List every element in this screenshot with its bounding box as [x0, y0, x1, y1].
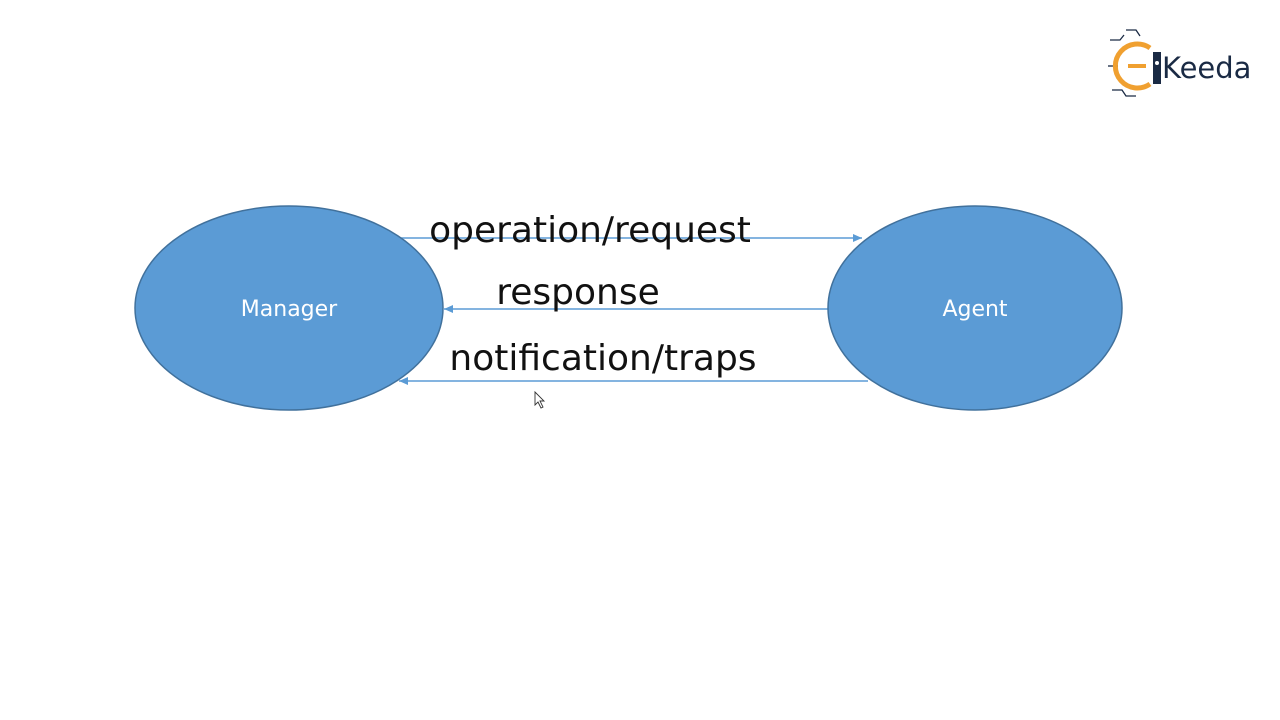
operation-request-label: operation/request [429, 210, 751, 251]
agent-label: Agent [942, 297, 1007, 322]
mouse-cursor-icon [534, 390, 546, 409]
agent-node: Agent [827, 205, 1123, 411]
response-label: response [496, 272, 660, 313]
logo-bug-icon [1153, 52, 1161, 84]
manager-label: Manager [241, 297, 338, 322]
manager-ellipse [134, 205, 444, 411]
notification-traps-label: notification/traps [449, 338, 756, 379]
agent-ellipse [827, 205, 1123, 411]
manager-node: Manager [134, 205, 444, 411]
ekeeda-logo: Keeda [1108, 29, 1251, 97]
logo-text: Keeda [1162, 51, 1251, 85]
logo-e-icon [1112, 41, 1152, 91]
